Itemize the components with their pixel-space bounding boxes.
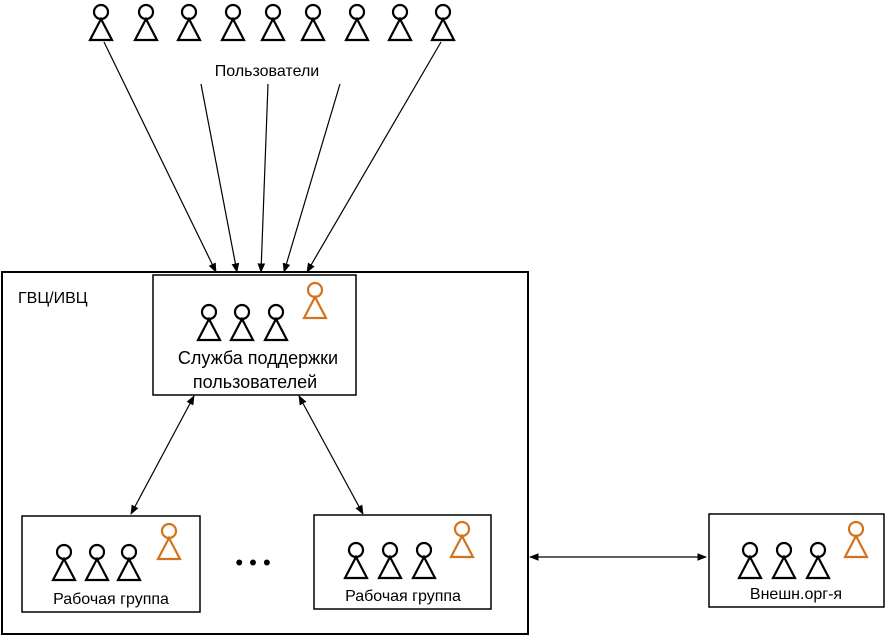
support-service-line2: пользователей — [193, 372, 317, 392]
working-group-right-label: Рабочая группа — [345, 588, 461, 605]
member-icon — [343, 541, 369, 580]
arrow-line — [200, 83, 240, 273]
user-icon — [220, 3, 246, 42]
staff-icon — [196, 303, 222, 342]
arrow-line — [257, 83, 269, 273]
member-icon — [771, 541, 797, 580]
user-icon — [300, 3, 326, 42]
member-icon — [805, 541, 831, 580]
ellipsis: • • • — [235, 550, 270, 575]
arrow-line — [306, 41, 442, 273]
user-icon — [133, 3, 159, 42]
users-label: Пользователи — [215, 63, 319, 80]
staff-icon — [229, 303, 255, 342]
computing-center-box — [1, 271, 529, 635]
member-icon — [411, 541, 437, 580]
user-icon — [88, 3, 114, 42]
working-group-left-members — [51, 522, 182, 582]
arrow-line — [103, 41, 217, 273]
member-icon — [116, 543, 142, 582]
working-group-right-members — [343, 520, 475, 580]
user-icon — [176, 3, 202, 42]
user-arrows — [103, 41, 442, 273]
support-staff-group — [196, 281, 328, 342]
lead-icon — [449, 520, 475, 559]
working-group-left-label: Рабочая группа — [53, 591, 169, 608]
support-service-line1: Служба поддержки — [178, 348, 338, 368]
external-org-members — [737, 520, 869, 580]
user-icon — [430, 3, 456, 42]
external-org-label: Внешн.орг-я — [750, 586, 842, 603]
arrow-line — [282, 83, 341, 273]
user-icon — [344, 3, 370, 42]
member-icon — [51, 543, 77, 582]
lead-icon — [843, 520, 869, 559]
member-icon — [84, 543, 110, 582]
user-icon — [260, 3, 286, 42]
working-group-box-left — [21, 515, 201, 613]
external-org-box — [708, 513, 885, 608]
staff-icon — [263, 303, 289, 342]
lead-icon — [302, 281, 328, 320]
computing-center-title: ГВЦ/ИВЦ — [18, 290, 88, 307]
member-icon — [377, 541, 403, 580]
user-icon — [387, 3, 413, 42]
working-group-box-right — [313, 514, 492, 610]
member-icon — [737, 541, 763, 580]
bidirectional-arrow — [298, 395, 364, 515]
lead-icon — [156, 522, 182, 561]
top-users-group — [88, 3, 456, 42]
support-group-arrows — [130, 395, 364, 515]
bidirectional-arrow — [130, 395, 195, 515]
support-service-box — [152, 274, 357, 396]
